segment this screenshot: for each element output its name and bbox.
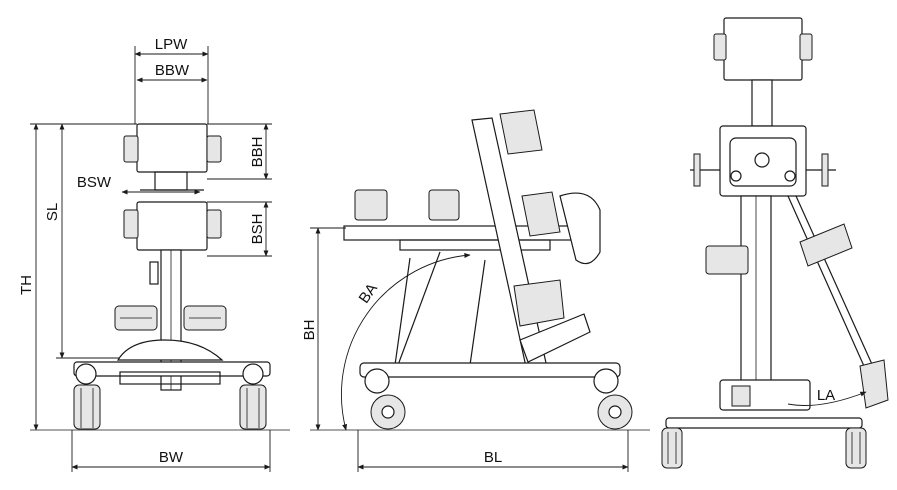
hip-pad-right-handle — [206, 209, 222, 239]
left-side-box — [705, 245, 749, 275]
back-pad-right-handle — [206, 135, 222, 163]
upper-bracket — [154, 171, 188, 191]
knee-support — [559, 192, 601, 265]
back-caster-left — [661, 427, 683, 469]
la-label: LA — [817, 387, 835, 404]
side-wheel-left — [370, 394, 406, 430]
foot-rest — [519, 313, 591, 363]
lateral-arm — [787, 195, 873, 385]
front-caster-right — [239, 363, 267, 430]
tray-handle-right — [428, 189, 460, 221]
back-caster-right — [845, 427, 867, 469]
bbh-label: BBH — [249, 137, 266, 168]
hip-pad-left-handle — [123, 209, 139, 239]
bsh-label: BSH — [249, 214, 266, 245]
ba-label: BA — [356, 280, 381, 306]
front-view: LPW BBW BBH BSH BSW SL TH BW — [18, 36, 290, 472]
lateral-foot-bracket — [859, 359, 889, 409]
back-pad-left-handle — [123, 135, 139, 163]
back-pad — [136, 123, 208, 173]
back-base-bar — [665, 417, 863, 429]
upper-chest-pad — [499, 109, 543, 155]
neck-post — [751, 79, 773, 127]
side-base-bar — [359, 362, 621, 378]
bl-label: BL — [484, 449, 502, 466]
th-label: TH — [18, 275, 35, 295]
front-base-bar — [73, 361, 271, 377]
front-caster-left — [73, 363, 101, 430]
lateral-support-pad — [799, 223, 853, 267]
bh-label: BH — [301, 320, 318, 341]
side-view: BH BA BL — [301, 109, 650, 472]
bw-label: BW — [159, 449, 184, 466]
bsw-label: BSW — [77, 174, 112, 191]
ba-angle-arc — [341, 252, 471, 431]
lpw-label: LPW — [155, 36, 188, 53]
side-wheel-right — [597, 394, 633, 430]
hip-support — [521, 191, 561, 237]
la-angle-arc — [787, 391, 867, 406]
lower-leg-pad — [513, 279, 565, 327]
head-pad — [723, 17, 803, 81]
bbw-label: BBW — [155, 62, 190, 79]
hip-pad — [136, 201, 208, 251]
foot-plate — [116, 339, 224, 361]
tray-handle-left — [354, 189, 388, 221]
back-view: LA — [661, 17, 889, 469]
sl-label: SL — [44, 203, 61, 221]
